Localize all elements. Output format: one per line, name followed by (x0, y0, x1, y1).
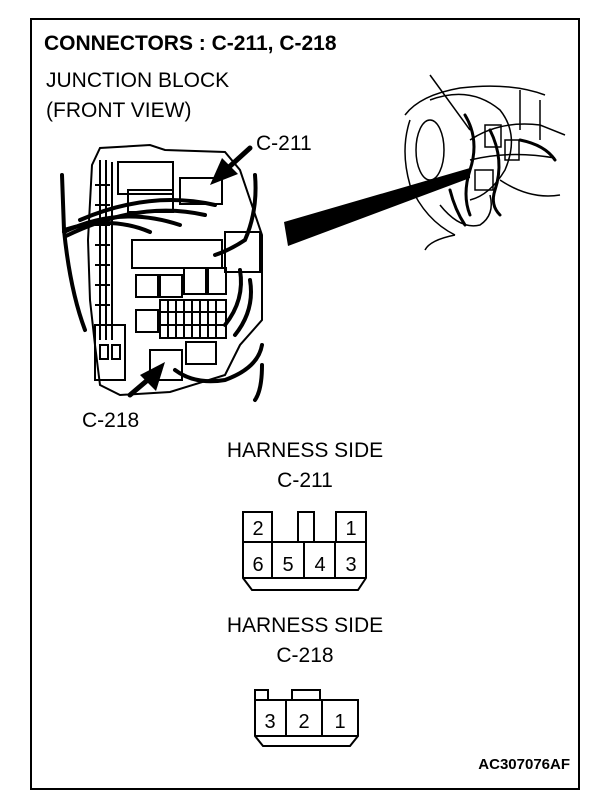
c211-pin-6: 6 (252, 554, 263, 576)
c218-side-label: HARNESS SIDE (226, 614, 384, 637)
c211-pin-3: 3 (345, 554, 356, 576)
figure-code: AC307076AF (478, 756, 570, 773)
front-view-label: (FRONT VIEW) (46, 99, 192, 122)
view-pointer-wedge (284, 168, 470, 246)
c218-pin-1: 1 (334, 711, 345, 733)
c211-pin-5: 5 (282, 554, 293, 576)
c218-pin-2: 2 (298, 711, 309, 733)
diagram-frame (30, 18, 580, 790)
c211-name: C-211 (277, 469, 333, 492)
c211-side-label: HARNESS SIDE (226, 439, 384, 462)
junction-block-label: JUNCTION BLOCK (46, 69, 230, 92)
c211-pin-2: 2 (252, 518, 263, 540)
callout-arrows (127, 145, 253, 398)
c211-pin-4: 4 (314, 554, 325, 576)
c211-pin-1: 1 (345, 518, 356, 540)
c218-name: C-218 (276, 644, 334, 667)
junction-block-illustration (86, 143, 263, 397)
c211-connector-face (242, 511, 367, 591)
callout-c218: C-218 (82, 409, 140, 432)
harness-wires (60, 173, 264, 402)
c218-connector-face (254, 689, 359, 747)
callout-c211: C-211 (256, 132, 312, 155)
diagram-title: CONNECTORS : C-211, C-218 (44, 32, 337, 55)
dashboard-illustration (404, 74, 566, 251)
dashboard-harness (448, 113, 557, 227)
c218-pin-3: 3 (264, 711, 275, 733)
